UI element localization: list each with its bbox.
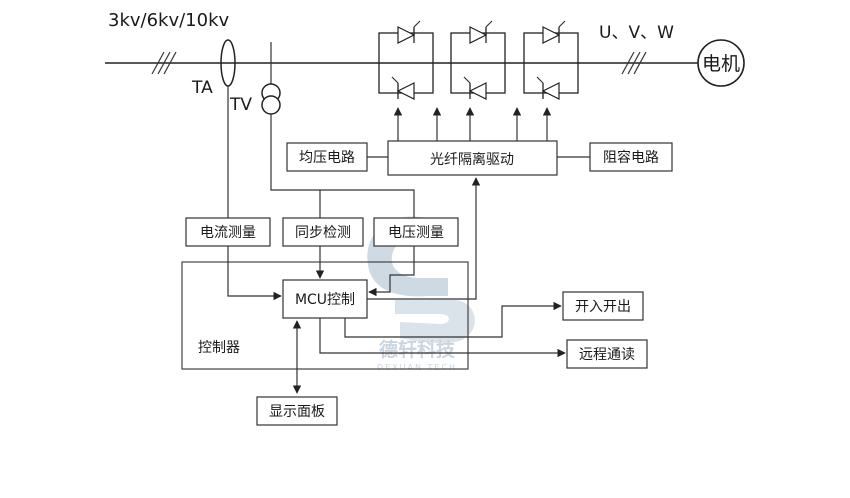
- controller-frame: [181, 261, 469, 370]
- sync-detect-box: [282, 217, 364, 247]
- io-box: [562, 291, 644, 321]
- three-phase-ticks-right: [621, 51, 647, 75]
- thyristor-module-w: [523, 20, 579, 100]
- three-phase-ticks-left: [151, 51, 177, 75]
- voltage-measure-label: 电压测量: [388, 225, 444, 241]
- mcu-to-driver-arrow: [367, 177, 481, 300]
- drive-signal-arrows: [393, 107, 552, 141]
- voltage-to-mcu-arrow: [368, 246, 415, 297]
- display-panel-label: 显示面板: [269, 404, 325, 420]
- motor-label: 电机: [702, 53, 740, 75]
- thyristor-module-u: [378, 20, 434, 100]
- motor-circle: [697, 39, 745, 87]
- sync-detect-label: 同步检测: [295, 225, 351, 241]
- tv-signal-line: [270, 114, 415, 218]
- tv-coil-bottom-icon: [261, 95, 281, 115]
- ta-label: TA: [191, 78, 213, 98]
- current-measure-box: [185, 217, 271, 247]
- remote-label: 远程通读: [579, 346, 635, 363]
- tv-label: TV: [229, 95, 252, 115]
- thyristor-module-v: [450, 20, 506, 100]
- display-panel-box: [256, 396, 338, 426]
- watermark-subtitle: DEXUAN TECH: [377, 363, 457, 372]
- remote-box: [566, 339, 648, 369]
- watermark-name: 德轩科技: [379, 338, 456, 361]
- equalizing-circuit-box: [286, 142, 368, 172]
- mcu-control-label: MCU控制: [295, 292, 355, 308]
- fiber-isolation-driver-box: [387, 140, 558, 176]
- mcu-to-io-arrow: [344, 301, 562, 338]
- fiber-isolation-driver-label: 光纤隔离驱动: [430, 151, 514, 168]
- mcu-to-remote-arrow: [319, 318, 566, 358]
- current-to-mcu-arrow: [227, 246, 282, 301]
- current-measure-label: 电流测量: [200, 225, 256, 241]
- voltage-measure-box: [373, 217, 459, 247]
- io-label: 开入开出: [575, 299, 631, 315]
- rc-circuit-label: 阻容电路: [603, 149, 659, 166]
- mcu-control-box: [282, 279, 368, 319]
- phase-label: U、V、W: [599, 23, 674, 43]
- equalizing-circuit-label: 均压电路: [299, 150, 355, 166]
- voltage-label: 3kv/6kv/10kv: [108, 10, 230, 31]
- watermark-logo-lower-icon: [395, 300, 475, 344]
- controller-label: 控制器: [198, 340, 240, 356]
